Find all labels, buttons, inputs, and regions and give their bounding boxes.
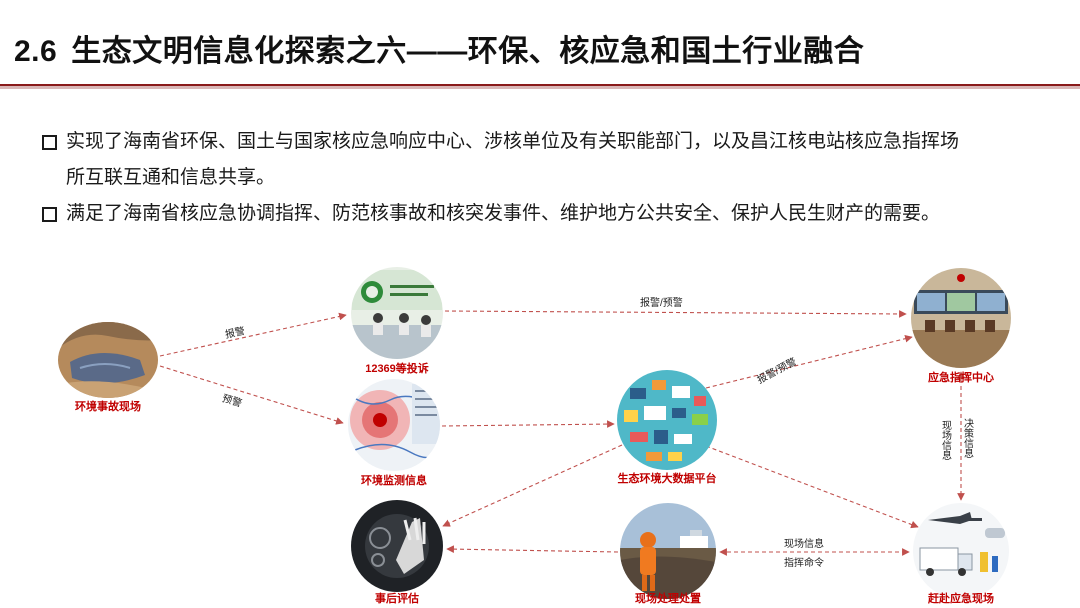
- node-command-center: 应急指挥中心: [911, 268, 1011, 384]
- command-room-icon: [911, 268, 1011, 368]
- node-accident-site: 环境事故现场: [58, 322, 158, 413]
- edge-monitoring-to-bigdata: [441, 420, 615, 428]
- monitoring-map-icon: [348, 379, 440, 471]
- node-label-12369-complaint: 12369等投诉: [365, 361, 429, 375]
- node-onsite-handling: 现场处理处置: [620, 503, 716, 605]
- edge-label-site-info-vertical: 现场信息: [940, 420, 952, 460]
- bullet-text-1-line2: 所互联互通和信息共享。: [66, 167, 276, 188]
- bullet-item-1: 实现了海南省环保、国土与国家核应急响应中心、涉核单位及有关职能部门，以及昌江核电…: [42, 124, 1052, 196]
- slide-title: 2.6 生态文明信息化探索之六——环保、核应急和国土行业融合: [14, 26, 864, 70]
- bullet-item-2: 满足了海南省核应急协调指挥、防范核事故和核突发事件、维护地方公共安全、保护人民生…: [42, 196, 1052, 232]
- assessment-hand-icon: [351, 500, 443, 592]
- edge-onsite-to-assessment: [446, 545, 619, 553]
- bullet-list: 实现了海南省环保、国土与国家核应急响应中心、涉核单位及有关职能部门，以及昌江核电…: [42, 124, 1052, 232]
- bullet-text-1-line1: 实现了海南省环保、国土与国家核应急响应中心、涉核单位及有关职能部门，以及昌江核电…: [66, 131, 960, 152]
- edge-label-warning: 预警: [221, 391, 244, 409]
- bullet-text-2: 满足了海南省核应急协调指挥、防范核事故和核突发事件、维护地方公共安全、保护人民生…: [66, 203, 941, 224]
- section-number: 2.6: [14, 35, 58, 68]
- title-text: 生态文明信息化探索之六——环保、核应急和国土行业融合: [71, 35, 865, 68]
- node-label-env-monitoring: 环境监测信息: [361, 473, 427, 487]
- node-label-rush-to-site: 赶赴应急现场: [927, 591, 994, 605]
- complaint-center-icon: [351, 267, 443, 359]
- hazmat-worker-icon: [620, 503, 716, 599]
- header-rule-shadow: [0, 86, 1080, 89]
- slide-header: 2.6 生态文明信息化探索之六——环保、核应急和国土行业融合: [0, 0, 1080, 89]
- node-label-accident-site: 环境事故现场: [75, 399, 141, 413]
- edge-label-site-info-bottom: 现场信息: [784, 537, 824, 550]
- edge-complaint-to-command: [444, 310, 907, 318]
- diagram-edges: [159, 310, 965, 556]
- edge-labels: 报警 预警 报警/预警 报警/预警 现场信息 决策信息 现场信息 指挥命令: [221, 296, 974, 569]
- edge-label-report-warning-diag: 报警/预警: [755, 355, 799, 387]
- edge-bigdata-to-rush: [705, 445, 919, 529]
- node-env-monitoring: 环境监测信息: [348, 379, 440, 487]
- square-bullet-icon: [42, 207, 57, 222]
- edge-bigdata-to-command: [705, 334, 913, 389]
- header-rule: [0, 84, 1080, 86]
- edge-label-report: 报警: [224, 324, 246, 341]
- node-label-onsite-handling: 现场处理处置: [635, 591, 701, 605]
- node-post-assessment: 事后评估: [351, 500, 443, 605]
- node-label-command-center: 应急指挥中心: [928, 370, 994, 384]
- edge-accident-to-monitoring: [159, 365, 344, 425]
- node-label-big-data-platform: 生态环境大数据平台: [618, 471, 717, 485]
- node-label-post-assessment: 事后评估: [375, 591, 419, 605]
- landslide-scene-icon: [58, 322, 158, 398]
- emergency-vehicles-icon: [913, 503, 1009, 599]
- node-12369-complaint: 12369等投诉: [351, 267, 443, 375]
- edge-accident-to-complaint: [159, 312, 347, 357]
- edge-bigdata-to-assessment: [442, 444, 623, 527]
- node-rush-to-site: 赶赴应急现场: [913, 503, 1009, 605]
- edge-label-report-warning-top: 报警/预警: [640, 296, 683, 309]
- edge-label-decision-info: 决策信息: [962, 418, 974, 458]
- edge-label-command-order: 指挥命令: [784, 556, 824, 569]
- network-devices-icon: [617, 370, 717, 470]
- square-bullet-icon: [42, 135, 57, 150]
- node-big-data-platform: 生态环境大数据平台: [617, 370, 717, 485]
